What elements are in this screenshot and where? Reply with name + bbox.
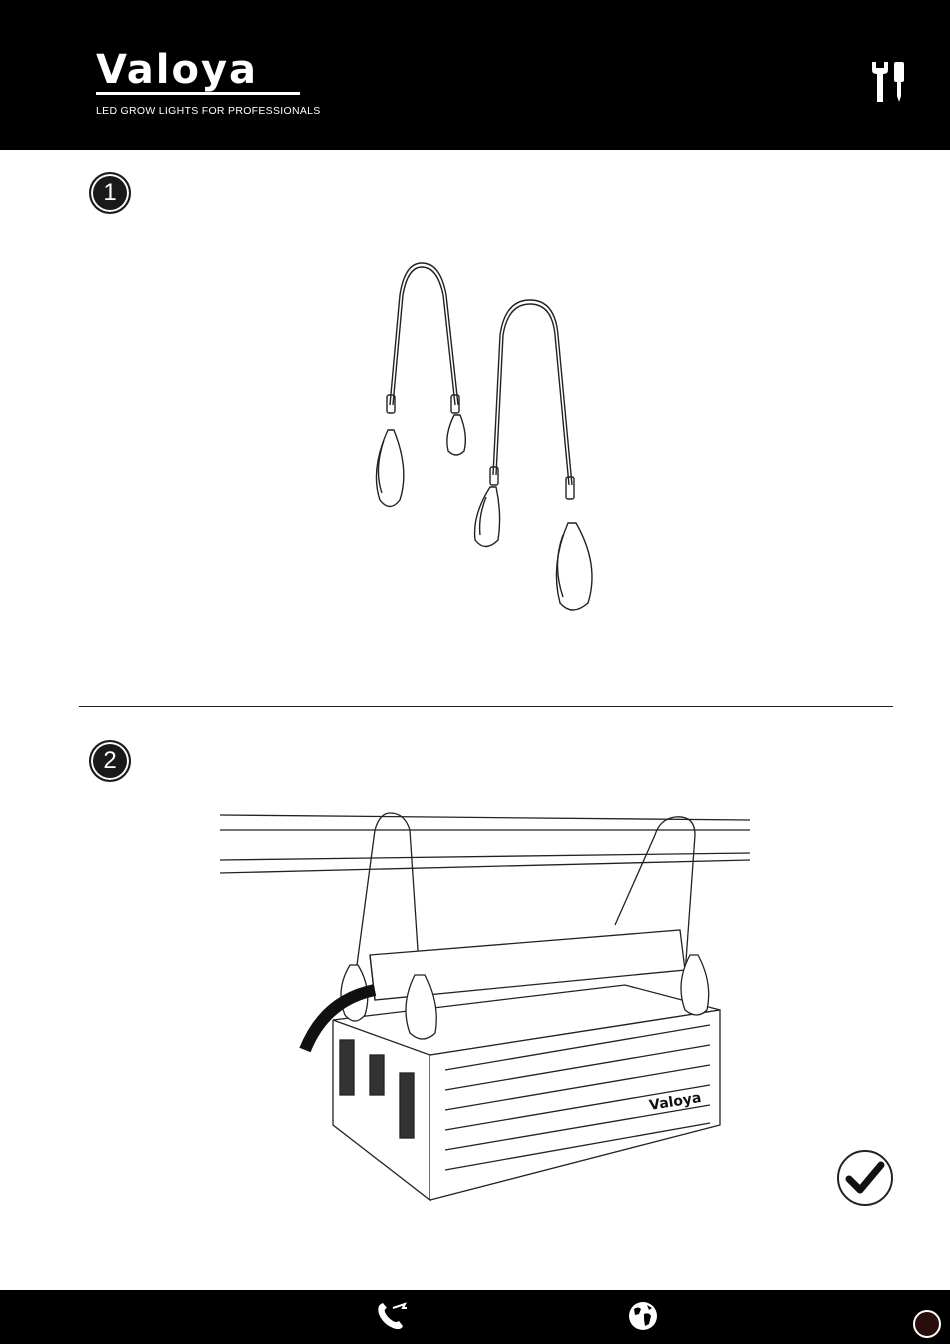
brand-name: Valoya — [96, 50, 306, 90]
page-indicator-icon[interactable] — [913, 1310, 941, 1338]
globe-icon[interactable] — [627, 1300, 659, 1332]
hanging-slings-illustration — [360, 255, 610, 625]
brand-logo[interactable]: Valoya LED GROW LIGHTS FOR PROFESSIONALS — [96, 50, 306, 117]
checkmark-circle-icon — [835, 1148, 895, 1208]
step-2-badge: 2 — [89, 740, 131, 782]
step-1-badge: 1 — [89, 172, 131, 214]
brand-tagline: LED GROW LIGHTS FOR PROFESSIONALS — [96, 105, 306, 117]
header-bar: Valoya LED GROW LIGHTS FOR PROFESSIONALS — [0, 0, 950, 150]
led-fixture-illustration: Valoya — [215, 805, 760, 1215]
footer-bar — [0, 1290, 950, 1344]
section-divider — [79, 706, 893, 707]
phone-icon[interactable] — [375, 1300, 409, 1332]
wrench-screwdriver-icon[interactable] — [868, 60, 910, 104]
